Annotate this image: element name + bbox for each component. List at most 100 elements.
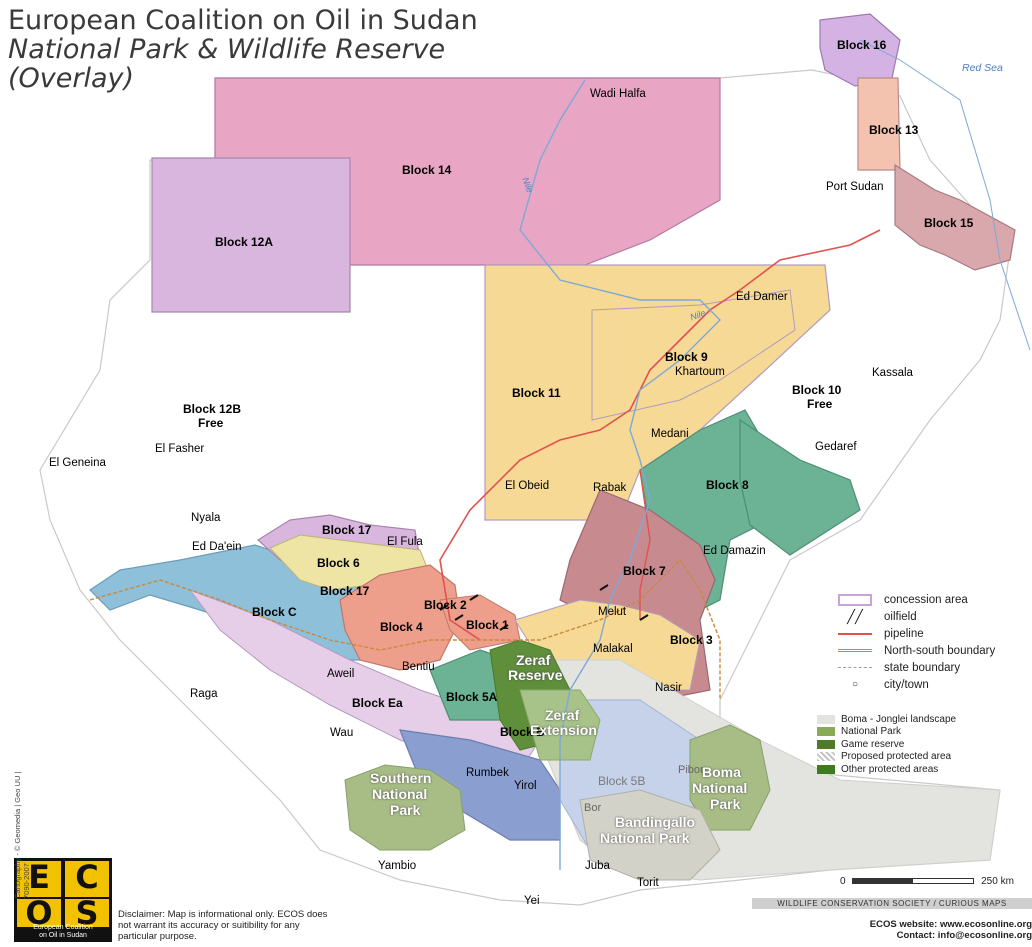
park-bandingallo: Bandingallo bbox=[615, 814, 696, 830]
logo-letter-e: E bbox=[17, 861, 61, 897]
city-yambio: Yambio bbox=[378, 860, 417, 872]
block-label-5a: Block 5A bbox=[446, 690, 498, 704]
oilfield-markers bbox=[439, 584, 649, 631]
pipeline-swatch bbox=[838, 632, 872, 635]
block-label-c: Block C bbox=[252, 605, 297, 619]
legend2-row-national-park: National Park bbox=[817, 726, 987, 739]
north-south-boundary bbox=[89, 558, 721, 700]
block-label-15: Block 15 bbox=[924, 216, 974, 230]
legend-label: North-south boundary bbox=[884, 644, 996, 657]
park-bandingallo-national: National Park bbox=[600, 830, 690, 846]
city-yirol: Yirol bbox=[514, 780, 537, 792]
city-ed-damazin: Ed Damazin bbox=[703, 545, 766, 557]
ns-boundary-swatch bbox=[838, 649, 872, 652]
block-label-10: Block 10 bbox=[792, 383, 842, 397]
city-el-fasher: El Fasher bbox=[155, 443, 205, 455]
block-label-14: Block 14 bbox=[402, 163, 452, 177]
legend-label: oilfield bbox=[884, 610, 917, 623]
city-medani: Medani bbox=[651, 428, 689, 440]
block-label-12b-free: Free bbox=[198, 416, 224, 430]
city-bentiu: Bentiu bbox=[402, 661, 435, 673]
city-port-sudan: Port Sudan bbox=[826, 181, 884, 193]
legend2-label: National Park bbox=[841, 726, 902, 738]
block-8b-area bbox=[739, 418, 861, 556]
logo-letter-c: C bbox=[65, 861, 109, 897]
park-boma-park: Park bbox=[710, 796, 741, 812]
city-rabak: Rabak bbox=[593, 482, 627, 494]
park-southern-national: National bbox=[372, 786, 428, 802]
block-label-10-free: Free bbox=[807, 397, 833, 411]
ecos-logo: E C O S European Coalition on Oil in Sud… bbox=[14, 858, 112, 942]
block-label-b: Block B bbox=[500, 725, 545, 739]
block-9-outline bbox=[591, 289, 796, 421]
website-text: ECOS website: www.ecosonline.org bbox=[869, 919, 1032, 930]
park-boma-national: National bbox=[692, 780, 748, 796]
city-aweil: Aweil bbox=[327, 668, 355, 680]
southern-national-park-area bbox=[344, 764, 466, 851]
block-label-4: Block 4 bbox=[380, 620, 423, 634]
logo-letter-o: O bbox=[17, 897, 61, 929]
park-boma: Boma bbox=[702, 764, 741, 780]
city-bor: Bor bbox=[584, 802, 602, 814]
city-wau: Wau bbox=[330, 727, 354, 739]
logo-caption: European Coalition on Oil in Sudan bbox=[14, 924, 112, 940]
city-kassala: Kassala bbox=[872, 367, 913, 379]
legend-label: pipeline bbox=[884, 627, 924, 640]
state-boundary-swatch bbox=[838, 667, 872, 668]
legend2-label: Boma - Jonglei landscape bbox=[841, 713, 957, 725]
nile-river bbox=[519, 79, 721, 870]
legend2-row-game-reserve: Game reserve bbox=[817, 738, 987, 751]
park-zeraf-1: Zeraf bbox=[516, 652, 551, 668]
other-protected-swatch bbox=[817, 764, 835, 774]
proposed-swatch bbox=[817, 752, 835, 762]
cartography-credit: Cartography - © Geomedia | Geo UU | 7090… bbox=[13, 771, 31, 899]
block-12a-area bbox=[151, 157, 351, 313]
legend-row-concession: concession area bbox=[838, 591, 1028, 608]
nile-east bbox=[859, 39, 1031, 351]
title-line-1: European Coalition on Oil in Sudan bbox=[8, 5, 478, 36]
city-pibor: Pibor bbox=[678, 764, 704, 776]
legend-row-oilfield: ╱╱ oilfield bbox=[838, 608, 1028, 625]
city-el-fula: El Fula bbox=[387, 536, 423, 548]
city-circle-icon: ○ bbox=[851, 679, 859, 690]
block-label-7: Block 7 bbox=[623, 564, 666, 578]
logo-caption-line-1: European Coalition bbox=[33, 924, 93, 931]
city-el-obeid: El Obeid bbox=[505, 480, 550, 492]
logo-caption-line-2: on Oil in Sudan bbox=[39, 932, 87, 939]
park-reserve: Reserve bbox=[508, 667, 563, 683]
legend-label: concession area bbox=[884, 593, 968, 606]
block-label-16: Block 16 bbox=[837, 38, 887, 52]
oilfield-icon: ╱╱ bbox=[847, 608, 863, 624]
scale-start: 0 bbox=[840, 876, 846, 887]
city-nasir: Nasir bbox=[655, 682, 682, 694]
park-southern-park: Park bbox=[390, 802, 421, 818]
block-label-2: Block 2 bbox=[424, 598, 467, 612]
block-label-12a: Block 12A bbox=[215, 235, 274, 249]
map-legend: concession area ╱╱ oilfield pipeline Nor… bbox=[838, 591, 1028, 693]
block-label-12b: Block 12B bbox=[183, 402, 242, 416]
boma-swatch bbox=[817, 714, 835, 724]
city-rumbek: Rumbek bbox=[466, 767, 509, 779]
map-title: European Coalition on Oil in Sudan Natio… bbox=[8, 6, 478, 93]
bandingallo-national-park-area bbox=[579, 789, 721, 881]
city-raga: Raga bbox=[190, 688, 218, 700]
scale-end: 250 km bbox=[981, 876, 1014, 887]
city-malakal: Malakal bbox=[593, 643, 633, 655]
city-ed-daein: Ed Da'ein bbox=[192, 541, 242, 553]
legend2-row-other: Other protected areas bbox=[817, 763, 987, 776]
logo-letter-s: S bbox=[65, 897, 109, 929]
city-melut: Melut bbox=[598, 606, 627, 618]
block-label-5b: Block 5B bbox=[598, 774, 646, 788]
scale-bar: 0 250 km bbox=[840, 876, 1014, 887]
legend2-label: Other protected areas bbox=[841, 763, 939, 775]
block-15-area bbox=[894, 163, 1016, 271]
city-el-geneina: El Geneina bbox=[49, 457, 106, 469]
contact-block: ECOS website: www.ecosonline.org Contact… bbox=[842, 919, 1032, 941]
pipeline-line-2 bbox=[639, 469, 651, 620]
game-reserve-swatch bbox=[817, 739, 835, 749]
national-park-swatch bbox=[817, 727, 835, 737]
park-extension: Extension bbox=[530, 722, 597, 738]
legend-row-pipeline: pipeline bbox=[838, 625, 1028, 642]
